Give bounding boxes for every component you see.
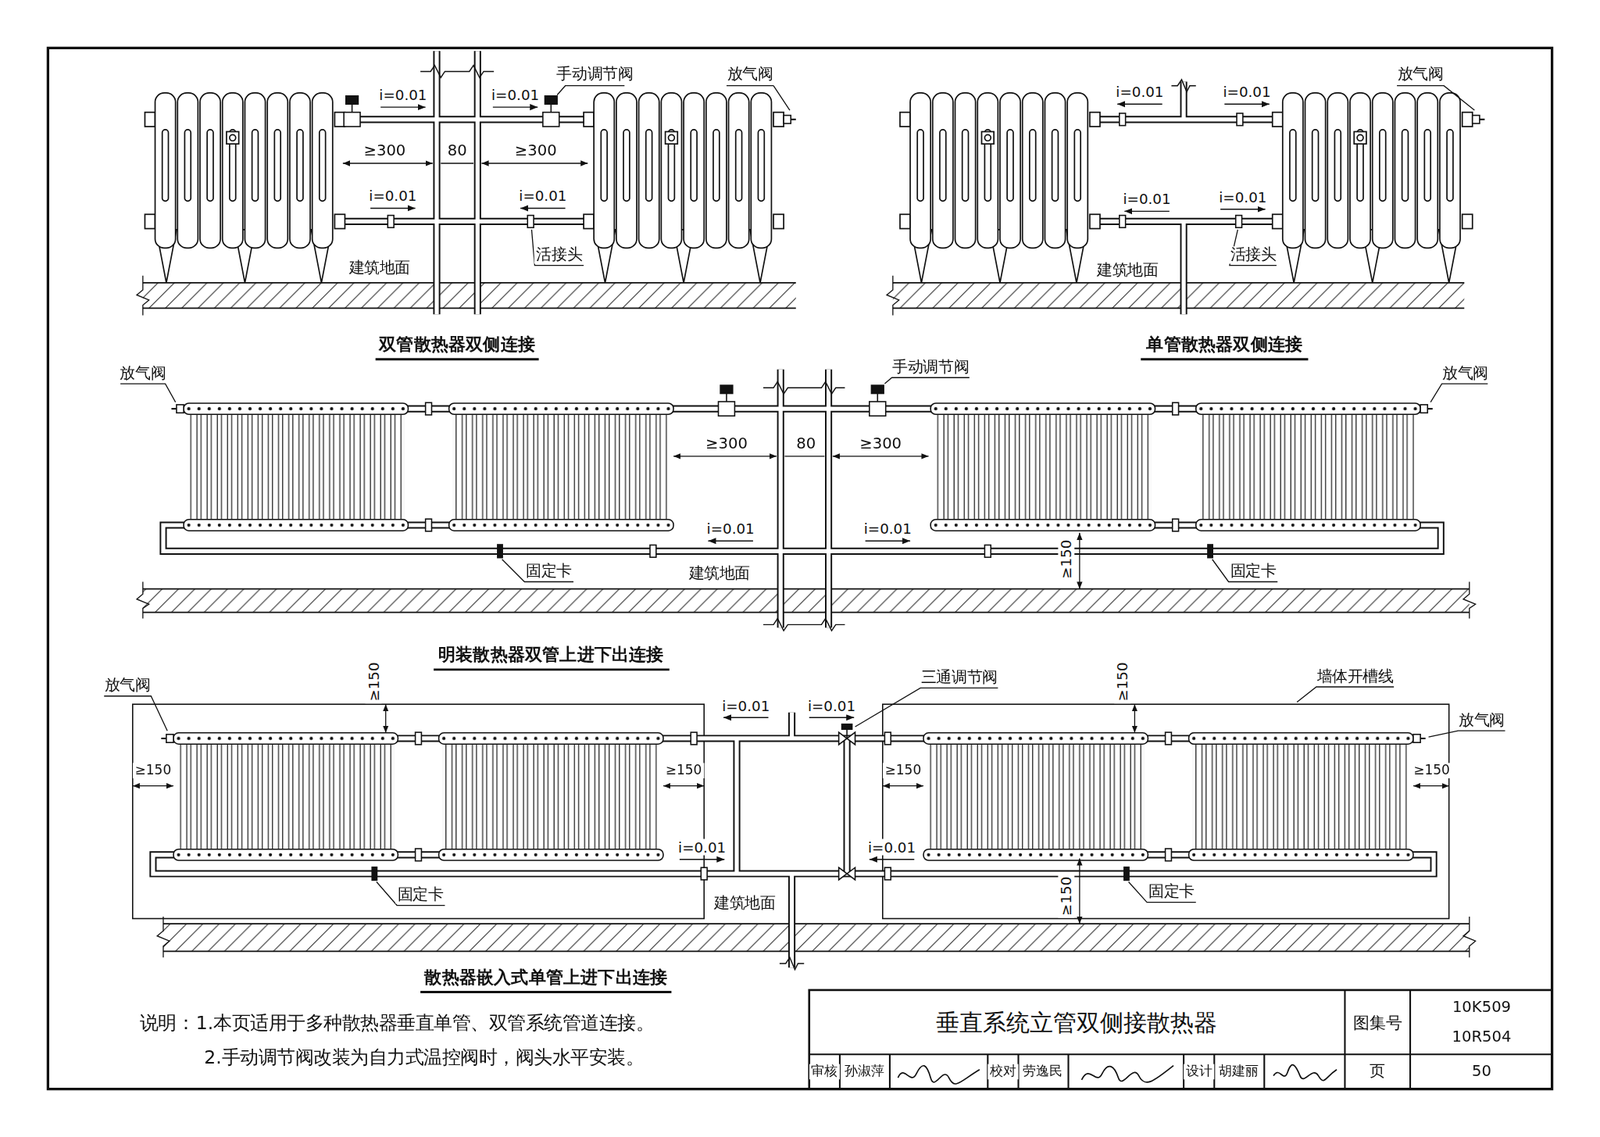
title-block [809,989,1553,1090]
annotation-label: 建筑地面 [686,564,753,583]
annotation-label: i=0.01 [1114,83,1166,100]
title-block-text: 校对 [987,1064,1018,1080]
dimension-text: ≥150 [1057,874,1075,918]
radiators [144,92,1472,861]
annotation-label: 活接头 [534,246,585,265]
annotation-label: i=0.01 [489,86,541,104]
annotation-label: i=0.01 [720,697,772,715]
caption-underline [375,359,1309,993]
floor-slab [136,275,1476,958]
annotation-label: i=0.01 [377,86,429,104]
annotation-label: 放气阀 [725,65,775,84]
title-block-text: 劳逸民 [1021,1064,1065,1080]
annotation-label: 固定卡 [1146,882,1197,901]
annotation-label: i=0.01 [517,187,569,204]
annotation-label: i=0.01 [1217,189,1269,206]
signature [897,1064,1337,1084]
annotation-label: ≥300 [361,142,408,161]
note-text: 说明： [137,1013,197,1035]
figure-caption: 双管散热器双侧连接 [377,335,538,356]
title-block-text: 图集号 [1350,1014,1404,1033]
annotation-label: i=0.01 [367,187,419,204]
annotation-label: ≥300 [703,435,750,454]
annotation-label: 建筑地面 [712,894,779,913]
title-block-text: 50 [1469,1062,1493,1081]
pipes [153,50,1441,968]
dimension-text: ≥150 [1057,537,1075,581]
annotation-label: 三通调节阀 [918,668,1000,687]
slope-arrows [370,103,1270,860]
annotation-label: i=0.01 [1221,83,1273,100]
annotation-label: ≥300 [857,435,904,454]
annotation-label: 活接头 [1228,246,1279,265]
annotation-label: 手动调节阀 [554,65,636,84]
note-text: 2.手动调节阀改装为自力式温控阀时，阀头水平安装。 [202,1046,647,1068]
pipe-break [420,65,1197,970]
annotation-label: ≥150 [663,762,704,779]
annotation-label: i=0.01 [704,520,757,537]
annotation-label: 80 [445,142,469,161]
sheet-border [47,47,1552,1089]
annotation-label: 固定卡 [524,562,575,581]
annotation-label: 放气阀 [1456,711,1507,730]
figure-caption: 明装散热器双管上进下出连接 [435,645,666,666]
annotation-label: i=0.01 [865,839,918,856]
annotation-label: 放气阀 [117,364,168,383]
annotation-label: 放气阀 [1395,65,1446,84]
title-block-text: 10R504 [1450,1028,1514,1047]
annotation-label: 放气阀 [102,676,153,695]
note-text: 1.本页适用于多种散热器垂直单管、双管系统管道连接。 [193,1013,657,1035]
annotation-label: 手动调节阀 [890,358,972,377]
annotation-label: 固定卡 [1228,562,1279,581]
annotation-label: 建筑地面 [346,259,413,278]
title-block-text: 10K509 [1450,998,1513,1017]
annotation-label: 墙体开槽线 [1314,667,1396,686]
annotation-label: ≥150 [1411,762,1453,779]
fittings [160,96,1485,881]
leader-lines [103,85,1505,906]
annotation-label: 固定卡 [395,885,446,904]
title-block-text: 设计 [1183,1064,1215,1080]
annotation-label: ≥300 [512,142,559,161]
dimension-text: ≥150 [1114,660,1131,704]
drawing-title: 垂直系统立管双侧接散热器 [933,1008,1220,1036]
dimension-lines [132,163,1450,924]
title-block-text: 页 [1367,1062,1388,1081]
annotation-label: 80 [794,435,818,454]
annotation-label: i=0.01 [805,697,858,715]
figure-caption: 散热器嵌入式单管上进下出连接 [422,967,670,988]
annotation-label: 放气阀 [1440,364,1491,383]
annotation-label: i=0.01 [1121,190,1173,208]
annotation-label: i=0.01 [861,520,914,537]
title-block-text: 胡建丽 [1217,1064,1261,1080]
figure-caption: 单管散热器双侧连接 [1144,335,1305,356]
annotation-label: i=0.01 [675,839,728,856]
title-block-text: 审核 [809,1064,840,1080]
annotation-label: 建筑地面 [1094,261,1161,280]
annotation-label: ≥150 [132,762,174,779]
title-block-text: 孙淑萍 [842,1064,886,1080]
annotation-label: ≥150 [882,762,924,779]
dimension-text: ≥150 [365,660,383,704]
